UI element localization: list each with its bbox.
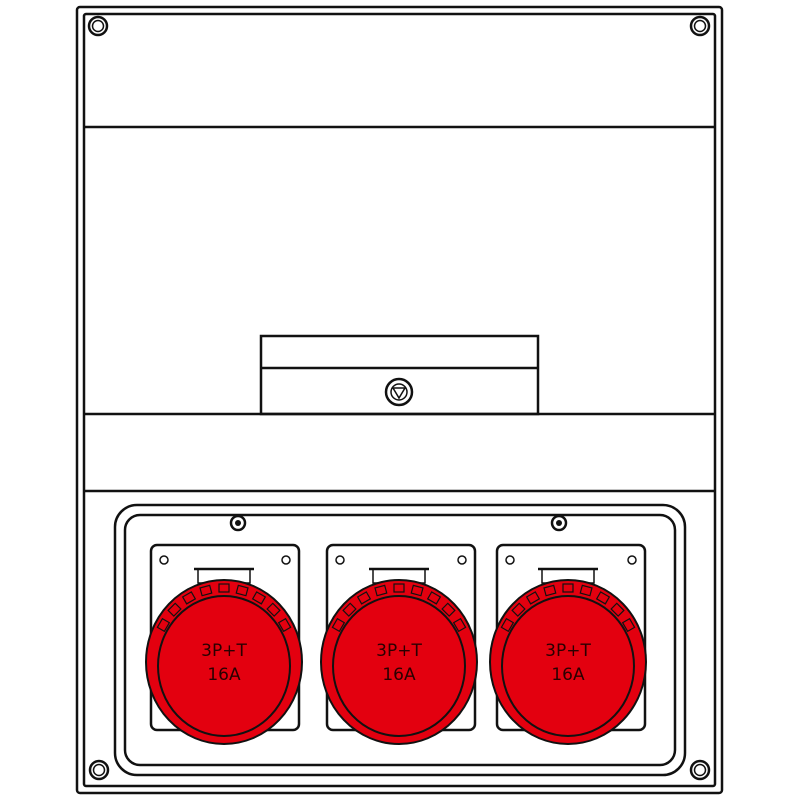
socket-rating-label: 16A xyxy=(551,665,585,685)
socket-cover xyxy=(501,595,635,737)
screw-bottom-left-icon xyxy=(88,759,110,781)
screw-top-right-icon xyxy=(689,15,711,37)
plate-hole-icon xyxy=(281,555,291,565)
panel-dividers xyxy=(84,125,715,493)
socket-type-label: 3P+T xyxy=(376,641,422,661)
socket-1: 3P+T 16A xyxy=(145,543,303,745)
socket-rating-label: 16A xyxy=(382,665,416,685)
socket-type-label: 3P+T xyxy=(201,641,247,661)
plate-hole-icon xyxy=(627,555,637,565)
main-switch xyxy=(259,334,540,416)
enclosure xyxy=(75,5,724,795)
plate-hole-icon xyxy=(335,555,345,565)
socket-cover xyxy=(332,595,466,737)
socket-cover xyxy=(157,595,291,737)
plate-hole-icon xyxy=(505,555,515,565)
socket-3: 3P+T 16A xyxy=(489,543,647,745)
socket-2: 3P+T 16A xyxy=(320,543,478,745)
socket-rating-label: 16A xyxy=(207,665,241,685)
plate-hole-icon xyxy=(457,555,467,565)
sockets: 3P+T 16A 3P+T 16A 3P+T 16A xyxy=(145,543,647,745)
lock-icon xyxy=(384,377,414,407)
screw-bottom-right-icon xyxy=(689,759,711,781)
screw-top-left-icon xyxy=(87,15,109,37)
socket-panel xyxy=(113,503,687,777)
panel-screw-right-icon xyxy=(550,514,568,532)
plate-hole-icon xyxy=(159,555,169,565)
socket-type-label: 3P+T xyxy=(545,641,591,661)
corner-screws xyxy=(87,15,711,781)
panel-screw-left-icon xyxy=(229,514,247,532)
